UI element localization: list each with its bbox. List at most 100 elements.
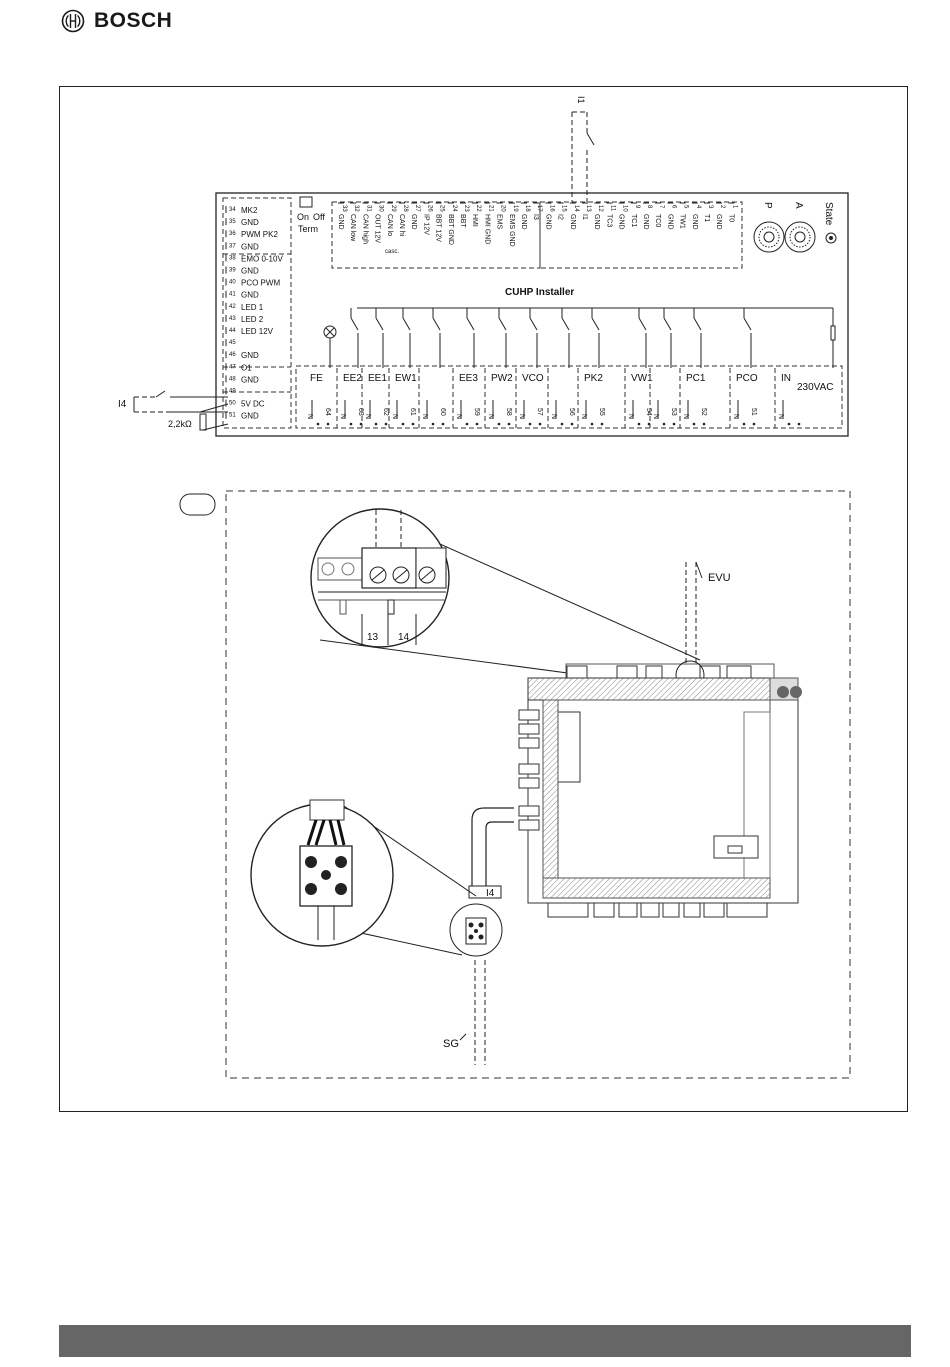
left-terminal-label: GND — [241, 242, 259, 251]
left-terminal-number: 44 — [229, 328, 236, 334]
top-terminal-number: 27 — [414, 205, 420, 212]
output-relay: N53 — [649, 308, 677, 428]
top-terminal-label: TC0 — [654, 214, 661, 227]
left-terminal: 43 LED 2 — [225, 314, 264, 324]
switch-on-label: On — [297, 212, 309, 222]
output-terminal-number: 52 — [700, 408, 707, 416]
evu-label: EVU — [708, 572, 731, 584]
top-terminal-label: TC1 — [630, 214, 637, 227]
top-terminal-label: GND — [593, 214, 600, 230]
rotary-switch-p — [753, 221, 785, 253]
footer-bar — [59, 1325, 911, 1357]
top-terminal-label: HMI — [471, 214, 478, 227]
left-terminal-label: O1 — [241, 363, 252, 372]
output-terminal-strip: FEN64EE2N63EE1N62EW1N61N60EE3N59PW2N58VC… — [306, 308, 801, 428]
top-terminal-label: GND — [618, 214, 625, 230]
top-terminal-number: 16 — [548, 205, 554, 212]
casc-note: casc. — [385, 249, 399, 255]
rotary-p-label: P — [762, 202, 773, 209]
top-terminal-label: TW1 — [679, 214, 686, 229]
top-terminal-label: I1 — [581, 214, 588, 220]
board-title: CUHP Installer — [505, 287, 574, 298]
terminal-zoom-view: 13 14 — [310, 508, 701, 689]
switch-off-label: Off — [313, 212, 325, 222]
top-terminal-label: CAN hi — [398, 214, 405, 237]
left-terminal-number: 48 — [229, 376, 236, 382]
cable-tag-i4: I4 — [486, 888, 495, 899]
output-terminal-number: 64 — [324, 408, 331, 416]
state-label: State — [823, 202, 834, 226]
neutral-mark: N — [421, 414, 428, 419]
output-terminal-number: 54 — [645, 408, 652, 416]
neutral-mark: N — [652, 414, 659, 419]
top-terminal-label: I2 — [557, 214, 564, 220]
top-terminal-number: 13 — [585, 205, 591, 212]
left-terminal-label: LED 12V — [241, 327, 274, 336]
top-terminal-number: 18 — [524, 205, 530, 212]
diagram-frame — [59, 86, 908, 1112]
controller-module — [518, 660, 802, 918]
top-terminal: 1T0 — [727, 202, 737, 222]
output-terminal-number: 62 — [382, 408, 389, 416]
output-label: VW1 — [631, 373, 653, 384]
top-terminal-number: 4 — [695, 205, 701, 209]
left-terminal-label: LED 2 — [241, 315, 264, 324]
top-terminal-number: 28 — [402, 205, 408, 212]
top-terminal-label: CAN low — [349, 214, 356, 242]
output-label: EE2 — [343, 373, 362, 384]
rotary-switch-a — [784, 221, 816, 253]
neutral-mark: N — [518, 414, 525, 419]
top-terminal-label: GND — [715, 214, 722, 230]
sg-label: SG — [443, 1038, 459, 1050]
top-terminal-number: 31 — [365, 205, 371, 212]
input-i4-label: I4 — [118, 399, 127, 410]
input-i1-label: I1 — [576, 96, 586, 104]
zoom-terminal-13: 13 — [367, 632, 379, 643]
top-terminal-label: CAN high — [361, 214, 368, 244]
top-terminal-number: 15 — [561, 205, 567, 212]
left-terminal-number: 43 — [229, 316, 236, 322]
top-terminal-label: CAN lo — [386, 214, 393, 236]
output-relay: N56 — [547, 308, 575, 428]
top-terminal-label: T1 — [703, 214, 710, 222]
output-label: VCO — [522, 373, 544, 384]
top-terminal-number: 25 — [439, 205, 445, 212]
brand-logo: BOSCH — [61, 9, 172, 33]
output-terminal-number: 59 — [473, 408, 480, 416]
lamp-icon — [323, 325, 337, 368]
top-terminal-number: 2 — [719, 205, 725, 209]
neutral-mark: N — [580, 414, 587, 419]
top-terminal-label: HMI GND — [483, 214, 490, 244]
output-terminal-number: 61 — [409, 408, 416, 416]
top-terminal-number: 33 — [341, 205, 347, 212]
top-terminal-number: 3 — [707, 205, 713, 209]
